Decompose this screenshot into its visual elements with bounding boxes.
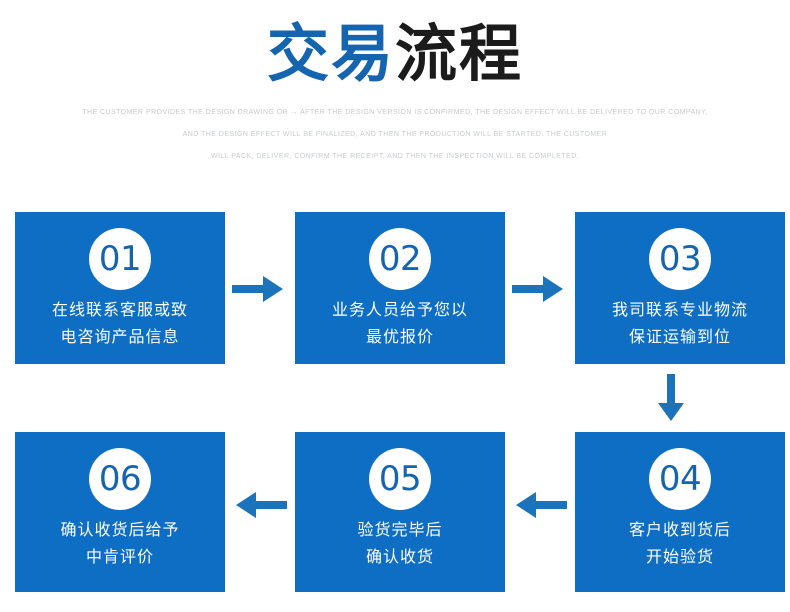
step-badge-02: 02 (369, 228, 431, 290)
step-badge-05: 05 (369, 448, 431, 510)
step-text-04: 客户收到货后 开始验货 (575, 516, 785, 570)
step-card-05[interactable]: 05 验货完毕后 确认收货 (295, 432, 505, 592)
process-flow: 01 在线联系客服或致 电咨询产品信息 02 业务人员给予您以 最优报价 03 … (0, 212, 790, 612)
step-badge-03: 03 (649, 228, 711, 290)
page-header: 交易流程 THE CUSTOMER PROVIDES THE DESIGN DR… (0, 0, 790, 168)
step-text-02-line1: 业务人员给予您以 (331, 300, 468, 319)
step-text-03-line1: 我司联系专业物流 (611, 300, 748, 319)
step-text-02: 业务人员给予您以 最优报价 (295, 296, 505, 350)
step-text-01-line1: 在线联系客服或致 (51, 300, 188, 319)
step-text-06-line2: 中肯评价 (85, 547, 154, 566)
step-badge-01: 01 (89, 228, 151, 290)
arrow-right-icon (232, 274, 284, 304)
step-card-01[interactable]: 01 在线联系客服或致 电咨询产品信息 (15, 212, 225, 364)
page-title-dark: 流程 (395, 17, 524, 90)
step-text-06: 确认收货后给予 中肯评价 (15, 516, 225, 570)
step-card-02[interactable]: 02 业务人员给予您以 最优报价 (295, 212, 505, 364)
step-text-02-line2: 最优报价 (365, 327, 434, 346)
step-text-05-line2: 确认收货 (365, 547, 434, 566)
step-badge-06: 06 (89, 448, 151, 510)
page-title: 交易流程 (0, 0, 790, 90)
step-text-03: 我司联系专业物流 保证运输到位 (575, 296, 785, 350)
arrow-left-icon (515, 490, 567, 520)
step-card-04[interactable]: 04 客户收到货后 开始验货 (575, 432, 785, 592)
arrow-down-icon (656, 374, 686, 422)
page-title-blue: 交易 (266, 17, 395, 90)
step-text-04-line2: 开始验货 (645, 547, 714, 566)
step-text-05: 验货完毕后 确认收货 (295, 516, 505, 570)
step-text-01: 在线联系客服或致 电咨询产品信息 (15, 296, 225, 350)
step-badge-04: 04 (649, 448, 711, 510)
subtitle-block: THE CUSTOMER PROVIDES THE DESIGN DRAWING… (0, 102, 790, 168)
step-text-06-line1: 确认收货后给予 (60, 520, 180, 539)
step-text-03-line2: 保证运输到位 (628, 327, 731, 346)
step-text-04-line1: 客户收到货后 (628, 520, 731, 539)
subtitle-line-1: THE CUSTOMER PROVIDES THE DESIGN DRAWING… (82, 109, 708, 116)
step-card-03[interactable]: 03 我司联系专业物流 保证运输到位 (575, 212, 785, 364)
subtitle-line-3: WILL PACK, DELIVER, CONFIRM THE RECEIPT,… (210, 153, 580, 160)
subtitle-line-2: AND THE DESIGN EFFECT WILL BE FINALIZED,… (182, 131, 608, 138)
step-card-06[interactable]: 06 确认收货后给予 中肯评价 (15, 432, 225, 592)
step-text-01-line2: 电咨询产品信息 (60, 327, 180, 346)
arrow-left-icon (235, 490, 287, 520)
step-text-05-line1: 验货完毕后 (357, 520, 443, 539)
arrow-right-icon (512, 274, 564, 304)
